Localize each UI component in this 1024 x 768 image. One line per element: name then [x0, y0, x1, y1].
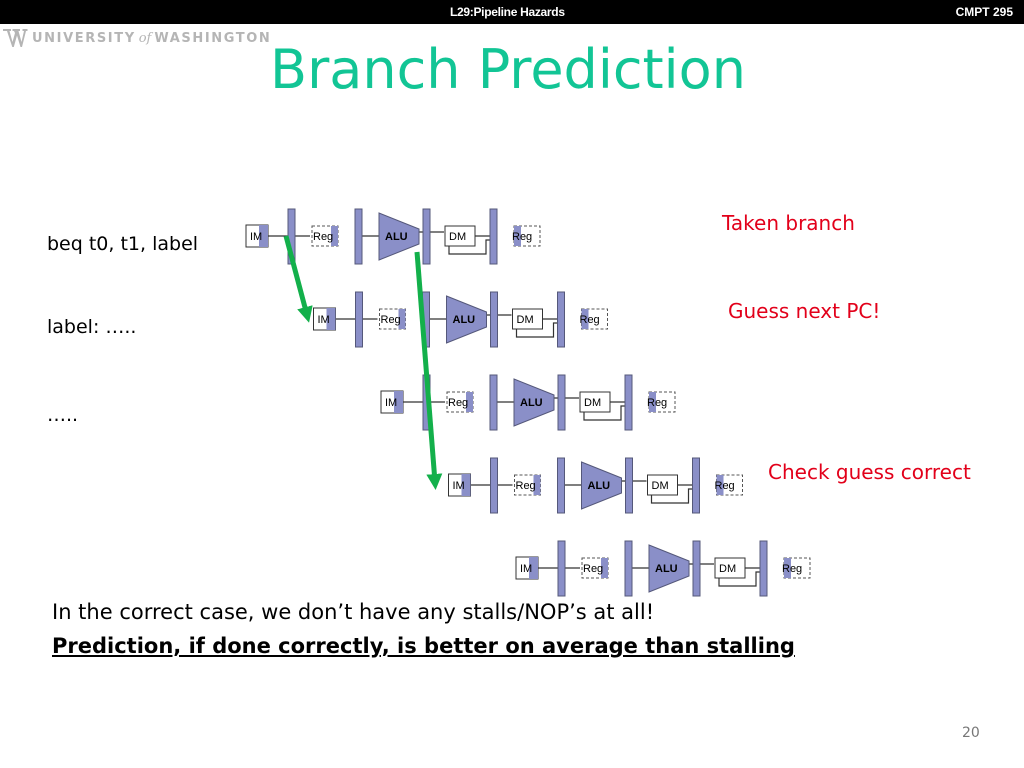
- pipeline-register: [489, 374, 498, 431]
- pipeline-register: [557, 374, 566, 431]
- dm-label: DM: [449, 231, 466, 243]
- im-label: IM: [250, 231, 262, 243]
- pipeline-register: [625, 457, 633, 514]
- pipeline-register: [354, 208, 363, 265]
- alu-label: ALU: [588, 480, 611, 492]
- reg-write-label: Reg: [512, 231, 532, 243]
- im-label: IM: [318, 314, 330, 326]
- pipeline-register: [692, 457, 700, 514]
- pipeline-register: [557, 540, 566, 597]
- alu-shape: [581, 461, 622, 510]
- bottom-text-line1: In the correct case, we don’t have any s…: [52, 600, 655, 624]
- dm-box: [714, 557, 746, 579]
- dm-label: DM: [584, 397, 601, 409]
- pipeline-row: IM Reg ALU DM Reg: [448, 457, 743, 514]
- pipeline-register: [490, 291, 498, 348]
- dm-box: [512, 308, 543, 330]
- pipeline-register: [624, 374, 633, 431]
- pipeline-register: [557, 291, 565, 348]
- page-number: 20: [962, 725, 980, 741]
- alu-label: ALU: [453, 314, 476, 326]
- course-code: CMPT 295: [955, 5, 1013, 19]
- top-bar: L29:Pipeline Hazards CMPT 295: [0, 0, 1024, 24]
- alu-label: ALU: [655, 563, 678, 575]
- alu-shape: [513, 378, 555, 427]
- im-label: IM: [453, 480, 465, 492]
- reg-read-label: Reg: [583, 563, 603, 575]
- pipeline-register: [624, 540, 633, 597]
- annotation-taken-branch: Taken branch: [722, 211, 855, 235]
- reg-write-label: Reg: [580, 314, 600, 326]
- reg-read-label: Reg: [448, 397, 468, 409]
- code-line-label: label: …..: [47, 316, 137, 338]
- dm-box: [579, 391, 611, 413]
- annotation-check-guess: Check guess correct: [768, 460, 971, 484]
- reg-read-label: Reg: [516, 480, 536, 492]
- im-label: IM: [520, 563, 532, 575]
- dm-label: DM: [652, 480, 669, 492]
- pipeline-row: IM Reg ALU DM Reg: [245, 208, 541, 265]
- pipeline-register: [557, 457, 565, 514]
- alu-shape: [648, 544, 690, 593]
- green-arrow-1: [283, 235, 313, 323]
- pipeline-register: [489, 208, 498, 265]
- uw-w-icon: [3, 29, 28, 47]
- bottom-text-line2: Prediction, if done correctly, is better…: [52, 634, 795, 658]
- pipeline-row: IM Reg ALU DM Reg: [313, 291, 608, 348]
- green-arrow-2: [414, 251, 443, 490]
- dm-label: DM: [719, 563, 736, 575]
- alu-label: ALU: [385, 231, 408, 243]
- code-line-ellipsis: …..: [47, 404, 79, 426]
- dm-box: [444, 225, 476, 247]
- pipeline-register: [422, 208, 431, 265]
- dm-box: [647, 474, 678, 496]
- reg-read-label: Reg: [313, 231, 333, 243]
- alu-label: ALU: [520, 397, 543, 409]
- im-label: IM: [385, 397, 397, 409]
- reg-write-label: Reg: [715, 480, 735, 492]
- pipeline-row: IM Reg ALU DM Reg: [515, 540, 811, 597]
- alu-shape: [378, 212, 420, 261]
- lecture-title: L29:Pipeline Hazards: [450, 5, 565, 19]
- pipeline-register: [490, 457, 498, 514]
- code-line-beq: beq t0, t1, label: [47, 233, 199, 255]
- slide-title: Branch Prediction: [270, 38, 746, 101]
- pipeline-register: [759, 540, 768, 597]
- dm-label: DM: [517, 314, 534, 326]
- reg-write-label: Reg: [782, 563, 802, 575]
- pipeline-register: [692, 540, 701, 597]
- reg-write-label: Reg: [647, 397, 667, 409]
- reg-read-label: Reg: [381, 314, 401, 326]
- pipeline-register: [355, 291, 363, 348]
- annotation-guess-next-pc: Guess next PC!: [728, 299, 881, 323]
- alu-shape: [446, 295, 487, 344]
